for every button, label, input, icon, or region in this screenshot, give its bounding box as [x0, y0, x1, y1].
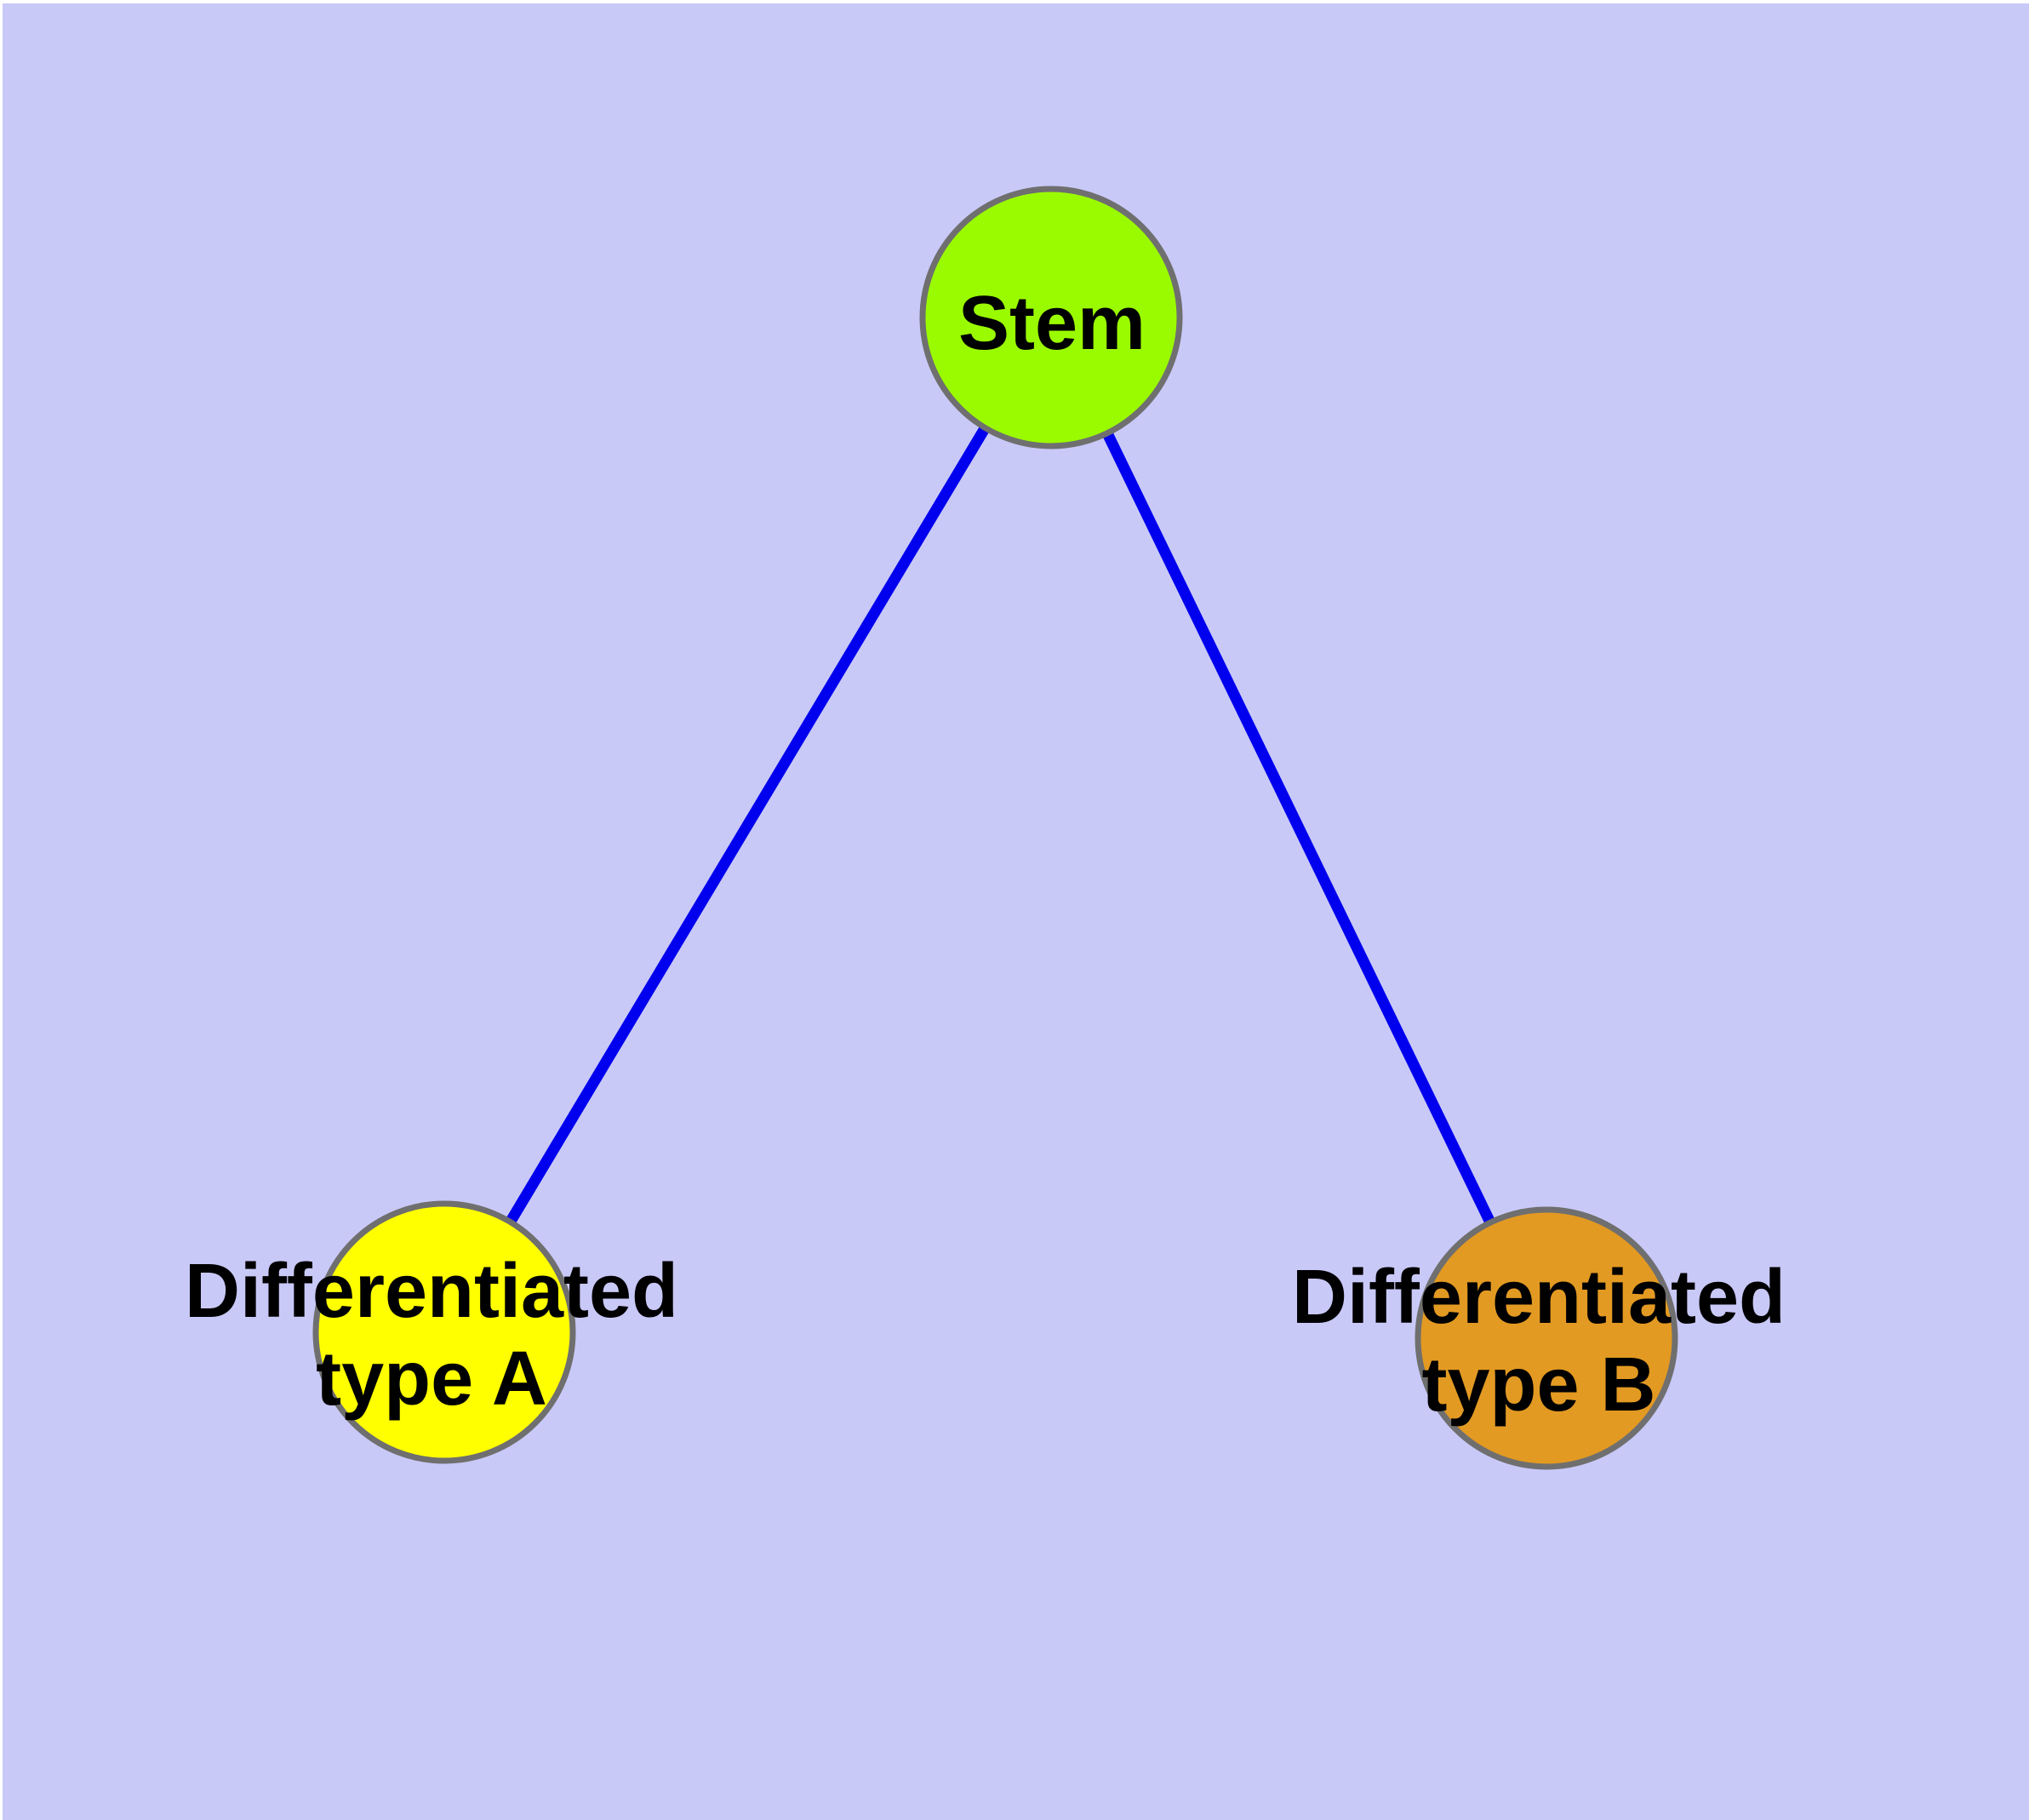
node-type-a-label-line2: type A: [316, 1336, 547, 1422]
node-differentiated-type-a: [312, 1200, 576, 1464]
node-type-a-label-line1: Differentiated: [185, 1249, 678, 1334]
node-differentiated-type-b: [1415, 1206, 1678, 1470]
node-type-b-label-line1: Differentiated: [1292, 1255, 1786, 1340]
node-stem: [919, 186, 1183, 449]
node-type-b-label-line2: type B: [1421, 1342, 1655, 1428]
node-stem-label: Stem: [958, 281, 1146, 366]
edge-stem-to-type-b: [1046, 315, 1552, 1341]
edge-stem-to-type-a: [439, 314, 1056, 1336]
